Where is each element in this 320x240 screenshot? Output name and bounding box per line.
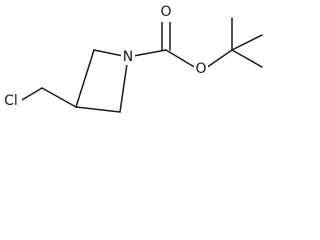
bond-c3-ch2-ring-top (75, 49, 95, 108)
atom-label-ester-o: O (195, 61, 206, 77)
bond-cquat-me-down (231, 49, 263, 68)
atom-label-carbonyl-o: O (160, 4, 171, 20)
bond-c-o-ester (165, 49, 197, 69)
atom-label-cl: Cl (4, 93, 18, 109)
bond-ring-c2-n (119, 56, 129, 113)
atom-label-n: N (123, 49, 133, 65)
atom-carbonyl-oxygen: O (159, 4, 173, 22)
bond-ch2-c3 (41, 87, 77, 108)
atom-chlorine: Cl (0, 92, 22, 110)
atom-ester-oxygen: O (194, 60, 208, 78)
bond-cquat-me-right (231, 34, 263, 51)
atom-nitrogen: N (121, 47, 135, 65)
bond-ring-top-n (75, 106, 121, 113)
bonds (21, 17, 263, 113)
bond-o-cquat (205, 49, 233, 69)
chemical-structure: N O O Cl (0, 4, 263, 113)
bond-cl-ch2 (21, 87, 43, 101)
